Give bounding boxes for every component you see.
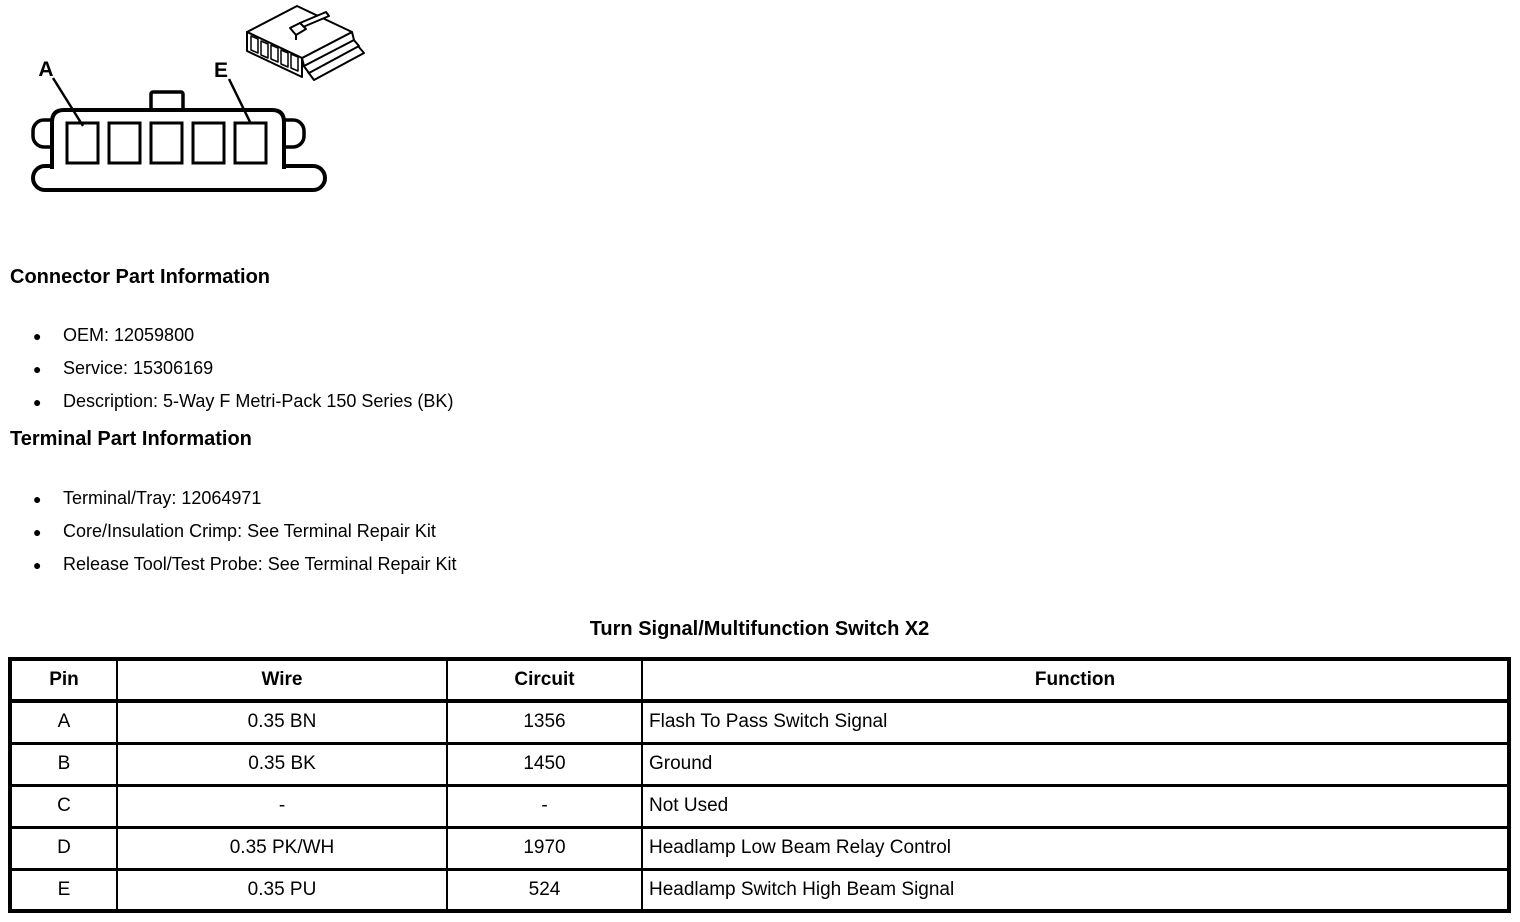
connector-front-view: [31, 90, 327, 192]
list-item-description: ● Description: 5-Way F Metri-Pack 150 Se…: [33, 385, 453, 418]
connector-part-information-heading: Connector Part Information: [10, 266, 271, 288]
list-item-text: Release Tool/Test Probe: See Terminal Re…: [63, 554, 457, 574]
column-header-circuit: Circuit: [446, 658, 643, 703]
table-row-pin-b: B 0.35 BK 1450 Ground: [9, 741, 1510, 786]
list-item-service: ● Service: 15306169: [33, 352, 453, 385]
list-item-text: Service: 15306169: [63, 358, 214, 378]
connector-body-outline: [50, 108, 286, 169]
connector-iso-view: [246, 5, 365, 81]
cell-circuit: 1450: [446, 741, 643, 786]
iso-slot: [270, 44, 279, 63]
cavity-e: [233, 121, 268, 165]
cell-function: Not Used: [641, 783, 1510, 828]
list-item-oem: ● OEM: 12059800: [33, 319, 453, 352]
table-title: Turn Signal/Multifunction Switch X2: [589, 618, 930, 640]
iso-slot: [250, 35, 259, 54]
cell-circuit: -: [446, 783, 643, 828]
iso-slot: [290, 53, 299, 72]
cell-function: Headlamp Low Beam Relay Control: [641, 825, 1510, 870]
cell-wire: 0.35 BN: [116, 699, 448, 744]
bullet-icon: ●: [33, 360, 42, 377]
cell-wire: 0.35 BK: [116, 741, 448, 786]
connector-diagram: A E: [31, 5, 365, 192]
cell-pin: E: [9, 867, 118, 912]
list-item-text: Description: 5-Way F Metri-Pack 150 Seri…: [63, 391, 454, 411]
cell-wire: -: [116, 783, 448, 828]
pin-e-leader-line: [227, 78, 253, 125]
bullet-icon: ●: [33, 490, 42, 507]
cell-pin: D: [9, 825, 118, 870]
cell-wire: 0.35 PU: [116, 867, 448, 912]
cavity-b: [107, 121, 142, 165]
pin-a-leader-line: [51, 77, 85, 127]
cavity-d: [191, 121, 226, 165]
table-row-pin-d: D 0.35 PK/WH 1970 Headlamp Low Beam Rela…: [9, 825, 1510, 870]
bullet-icon: ●: [33, 393, 42, 410]
list-item-core-crimp: ● Core/Insulation Crimp: See Terminal Re…: [33, 515, 457, 548]
list-item-terminal-tray: ● Terminal/Tray: 12064971: [33, 482, 457, 515]
iso-slot: [280, 49, 289, 68]
cell-pin: C: [9, 783, 118, 828]
connector-info-list: ● OEM: 12059800 ● Service: 15306169 ● De…: [33, 319, 453, 418]
leader-lines: [51, 77, 253, 127]
cell-wire: 0.35 PK/WH: [116, 825, 448, 870]
column-header-wire: Wire: [116, 658, 448, 703]
cell-pin: B: [9, 741, 118, 786]
table-row-pin-c: C - - Not Used: [9, 783, 1510, 828]
cell-circuit: 1970: [446, 825, 643, 870]
column-header-pin: Pin: [9, 658, 118, 703]
list-item-text: OEM: 12059800: [63, 325, 195, 345]
cell-pin: A: [9, 699, 118, 744]
cell-function: Flash To Pass Switch Signal: [641, 699, 1510, 744]
pin-e-label: E: [214, 59, 228, 82]
column-header-function: Function: [641, 658, 1510, 703]
table-row-pin-a: A 0.35 BN 1356 Flash To Pass Switch Sign…: [9, 699, 1510, 744]
iso-slot: [260, 40, 269, 59]
iso-latch-head: [289, 22, 307, 36]
list-item-text: Core/Insulation Crimp: See Terminal Repa…: [63, 521, 436, 541]
cavity-c: [149, 121, 184, 165]
bullet-icon: ●: [33, 327, 42, 344]
table-header-row: Pin Wire Circuit Function: [9, 658, 1510, 703]
cell-function: Headlamp Switch High Beam Signal: [641, 867, 1510, 912]
terminal-part-information-heading: Terminal Part Information: [10, 428, 252, 450]
table-row-pin-e: E 0.35 PU 524 Headlamp Switch High Beam …: [9, 867, 1510, 912]
cell-circuit: 524: [446, 867, 643, 912]
bullet-icon: ●: [33, 523, 42, 540]
list-item-text: Terminal/Tray: 12064971: [63, 488, 262, 508]
cell-function: Ground: [641, 741, 1510, 786]
terminal-info-list: ● Terminal/Tray: 12064971 ● Core/Insulat…: [33, 482, 457, 581]
bullet-icon: ●: [33, 556, 42, 573]
pin-a-label: A: [38, 58, 53, 81]
cavity-a: [65, 121, 100, 165]
list-item-release-tool: ● Release Tool/Test Probe: See Terminal …: [33, 548, 457, 581]
pinout-table: Pin Wire Circuit Function A 0.35 BN 1356…: [8, 657, 1511, 913]
cell-circuit: 1356: [446, 699, 643, 744]
